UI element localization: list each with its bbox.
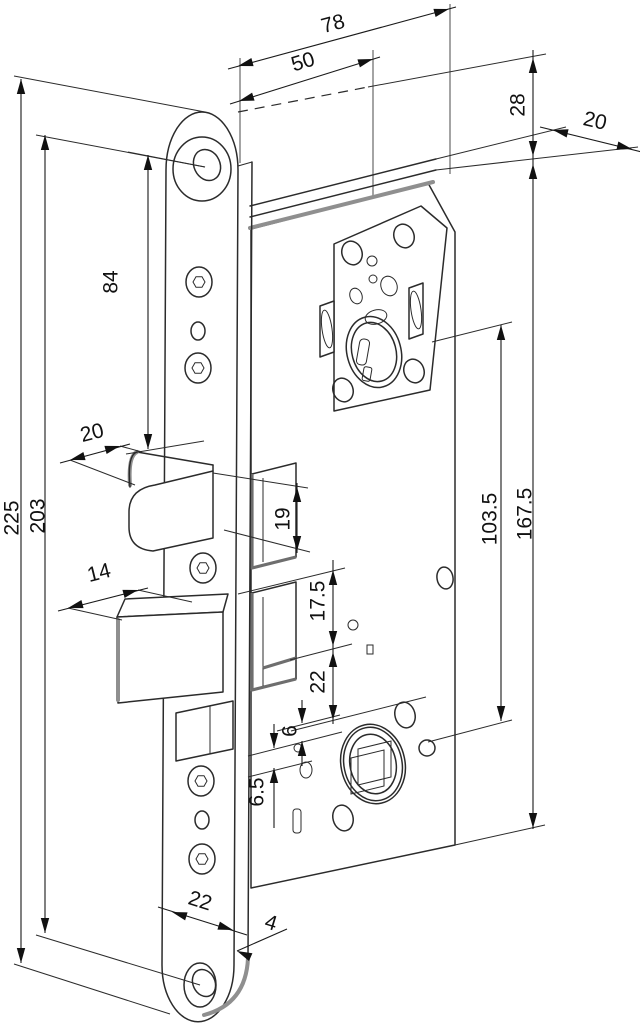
dim-label-17-5: 17.5: [307, 581, 330, 622]
dim-label-103-5: 103.5: [479, 493, 502, 546]
small-oval-hole: [190, 321, 206, 341]
case-details: [292, 566, 454, 834]
dim-label-84: 84: [100, 270, 123, 294]
dim-label-22-mid: 22: [307, 670, 330, 693]
dim-label-6-5: 6.5: [246, 777, 269, 806]
torx-screw: [184, 352, 212, 384]
dim-label-78: 78: [319, 10, 348, 38]
faceplate-edge-shadow: [202, 956, 250, 1017]
dim-label-167-5: 167.5: [514, 488, 537, 541]
torx-screw: [185, 266, 213, 298]
bottom-screw-hole: [183, 962, 217, 1008]
torx-screw: [188, 843, 216, 875]
leader-lines: [13, 75, 513, 1015]
dim-label-28: 28: [507, 93, 530, 116]
lock-cylinder: [345, 309, 403, 389]
dim-label-20-top: 20: [581, 107, 609, 135]
hidden-edge-line: [237, 86, 369, 113]
dimension-labels: 225 203 84 78 50 28 20 20 19 14 17.5 22 …: [1, 10, 609, 936]
latch-slot: [250, 462, 297, 570]
torx-screw: [187, 765, 215, 797]
top-screw-hole: [172, 136, 232, 202]
small-oval-hole: [194, 810, 210, 830]
deadbolt-slot: [250, 581, 297, 692]
deadbolt: [116, 593, 229, 704]
dim-label-14: 14: [85, 559, 114, 587]
faceplate: [161, 111, 253, 1023]
latch-bolt: [127, 450, 214, 552]
right-tab: [408, 282, 424, 340]
cylinder-plate: [319, 205, 448, 412]
dim-label-225: 225: [1, 500, 24, 535]
extension-lines: [239, 4, 451, 212]
spindle-follower: [332, 701, 436, 832]
dim-label-203: 203: [27, 498, 50, 533]
left-tab: [319, 300, 335, 358]
dim-label-19: 19: [272, 507, 295, 530]
spindle-square-hole: [357, 740, 392, 786]
aux-rect-hole: [175, 700, 234, 762]
lock-case: [237, 53, 639, 889]
dim-label-6: 6: [279, 725, 302, 737]
dimension-arrows: [16, 8, 632, 963]
dim-label-4: 4: [262, 910, 280, 936]
dim-label-20-latch: 20: [78, 419, 106, 447]
torx-screw: [189, 552, 217, 584]
